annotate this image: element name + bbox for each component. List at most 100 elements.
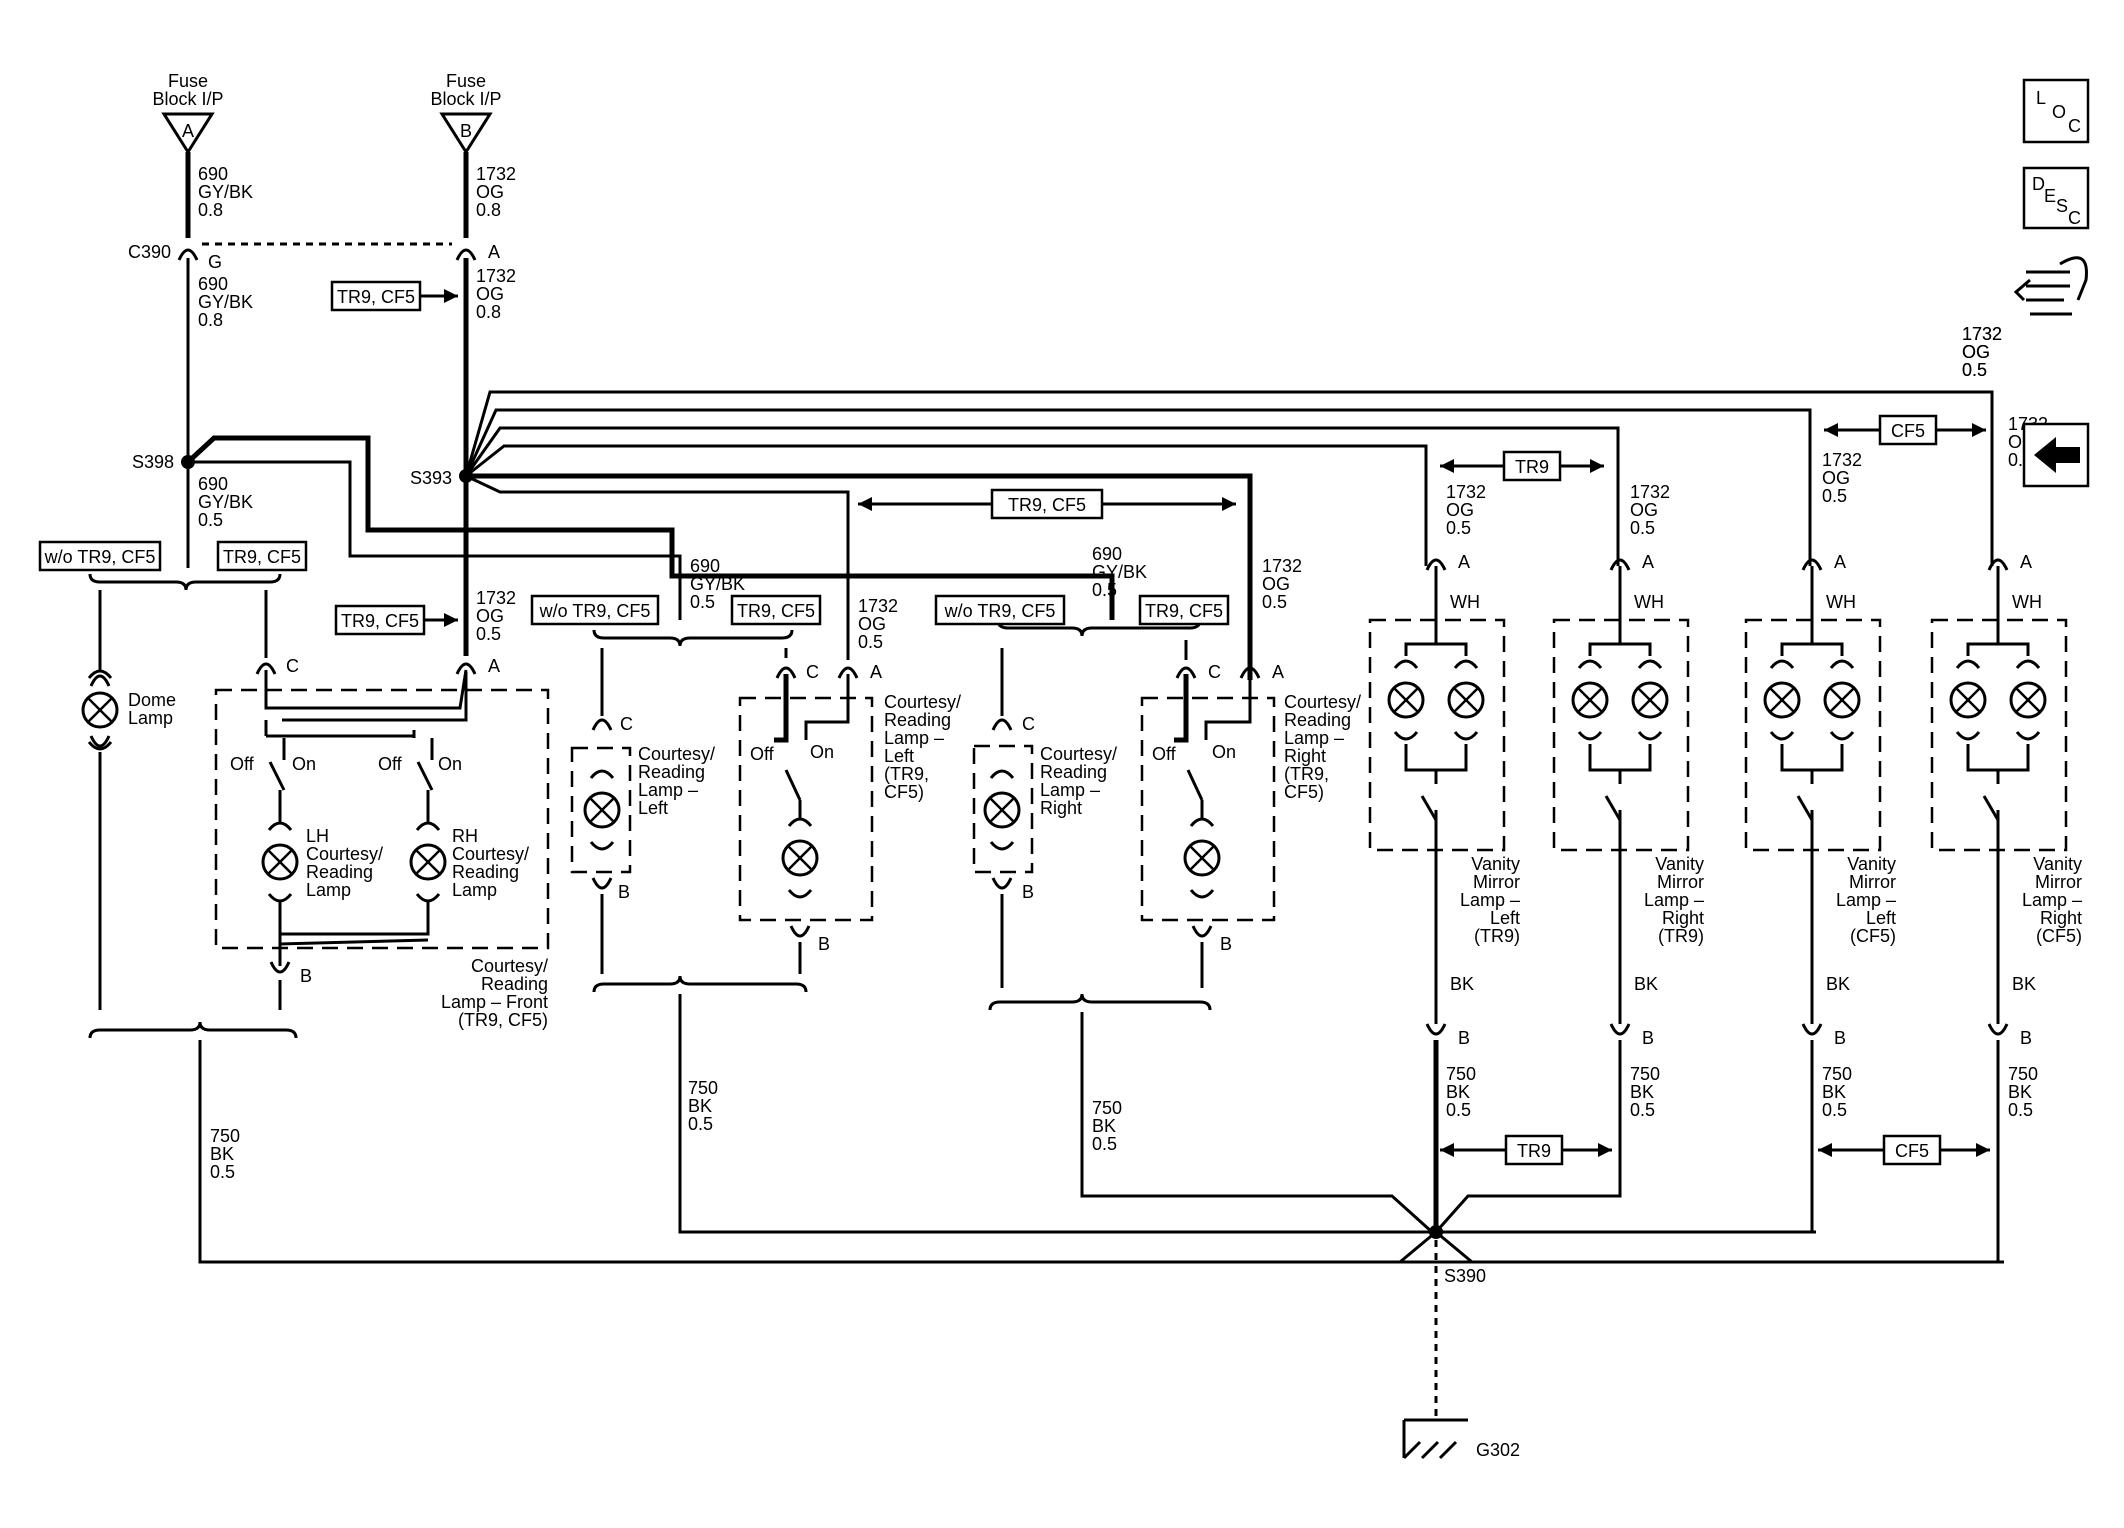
lamp-socket-top	[1393, 659, 1419, 669]
vanity-mirror-right-cf5-lamp-icon	[1949, 659, 1987, 741]
wire-color-bk-line: BK	[2012, 974, 2036, 994]
lamp-socket-bottom	[589, 841, 615, 851]
wire-label-line: GY/BK	[690, 574, 745, 594]
left-ground-brace	[592, 975, 808, 993]
lamp-socket-bottom	[2015, 731, 2041, 741]
wire-color-wh-line: WH	[2012, 592, 2042, 612]
connector-symbol	[1801, 1023, 1823, 1036]
lamp-socket-top	[787, 817, 813, 827]
wire-label-line: 750	[2008, 1064, 2038, 1084]
vanity-mirror-right-cf5-label-line: Vanity	[2033, 854, 2082, 874]
vanity-mirror-left-tr9-label-line: Mirror	[1473, 872, 1520, 892]
option-tag-text: TR9, CF5	[337, 287, 415, 307]
courtesy-front-box	[214, 688, 550, 950]
arrow-head	[858, 497, 872, 511]
courtesy-right-opt-label-line: Lamp –	[1284, 728, 1344, 748]
wire-label-line: 0.5	[1092, 580, 1117, 600]
vanity-mirror-left-tr9-box	[1368, 618, 1506, 852]
connector-symbol	[789, 925, 811, 938]
wire-label-line: 750	[1092, 1098, 1122, 1118]
dome-lamp-label-line: Lamp	[128, 708, 173, 728]
connector-symbol	[1801, 558, 1823, 571]
pin-a: A	[870, 662, 882, 682]
harness-icon[interactable]	[2013, 256, 2088, 316]
courtesy-left-label-line: Lamp –	[638, 780, 698, 800]
back-arrow-shape	[2034, 437, 2080, 473]
wire-label-line: OG	[858, 614, 886, 634]
option-tag-text: CF5	[1891, 421, 1925, 441]
lamp-socket-top	[1189, 817, 1215, 827]
connector-symbol	[591, 718, 613, 731]
lamp-cross	[415, 849, 441, 875]
wire	[1174, 674, 1189, 743]
connector-symbol	[1425, 558, 1447, 571]
left-switch	[784, 769, 802, 801]
loc-icon-frame[interactable]	[2022, 78, 2090, 144]
switch-on-label-line: On	[1212, 742, 1236, 762]
pin-c: C	[620, 714, 633, 734]
rh-lamp-label-line: Courtesy/	[452, 844, 529, 864]
vanity-mirror-right-cf5-label-line: (CF5)	[2036, 926, 2082, 946]
switch-on-label: On	[1212, 742, 1236, 762]
back-arrow-icon[interactable]	[2022, 422, 2090, 488]
wire-label-line: 1732	[1630, 482, 1670, 502]
pin-c: C	[1022, 714, 1035, 734]
fuse-block-label-line: Fuse	[446, 71, 486, 91]
desc-icon-frame[interactable]	[2022, 166, 2090, 230]
splice-s393: S393	[410, 468, 452, 488]
loc-icon-letter: C	[2068, 116, 2081, 136]
wires	[98, 152, 2030, 1420]
option-tag-text: w/o TR9, CF5	[944, 601, 1056, 621]
rh-lamp-label-line: Reading	[452, 862, 519, 882]
pin-b: B	[2020, 1028, 2032, 1048]
courtesy-right-opt-label-line: (TR9,	[1284, 764, 1329, 784]
lamp-socket-top	[2015, 659, 2041, 669]
courtesy-left-opt-lamp-icon	[781, 817, 819, 899]
option-tag-text: w/o TR9, CF5	[539, 601, 651, 621]
pin-a: A	[1834, 552, 1846, 572]
connector-symbol	[837, 666, 859, 679]
option-tag-box	[216, 540, 308, 572]
wire-label-line: 750	[1446, 1064, 1476, 1084]
lamp-cross	[1577, 687, 1603, 713]
lamp-socket-top	[1829, 659, 1855, 669]
loc-icon[interactable]: LOC	[2022, 78, 2090, 144]
loc-icon-letter: L	[2036, 88, 2046, 108]
connector-c390-line: C390	[128, 242, 171, 262]
lamp-socket-top	[267, 821, 293, 831]
wire-color-bk: BK	[1634, 974, 1658, 994]
option-tag-box	[1502, 450, 1562, 482]
cf5-span-tag: CF5	[1824, 414, 1986, 446]
lamp-socket-top	[415, 821, 441, 831]
wire-label-line: 690	[690, 556, 720, 576]
wire-label-line: GY/BK	[198, 492, 253, 512]
wire-label-line: BK	[1092, 1116, 1116, 1136]
right-switch	[1186, 769, 1204, 801]
wire-label-line: 0.5	[1630, 518, 1655, 538]
connector-symbol	[1987, 558, 2009, 571]
wire-label-line: 690	[198, 164, 228, 184]
pin-b: B	[300, 966, 312, 986]
wire	[1404, 620, 1468, 656]
fuse-block-label-line: Block I/P	[152, 89, 223, 109]
fuse-triangle-icon	[161, 112, 215, 155]
wire-label-line: 1732	[476, 266, 516, 286]
tr9-cf5-tag: TR9, CF5	[730, 594, 822, 626]
connector-symbol	[591, 877, 613, 890]
wire-label-line: BK	[1630, 1082, 1654, 1102]
pin-a: A	[488, 242, 500, 262]
option-tag-text: TR9, CF5	[1008, 495, 1086, 515]
vanity-mirror-right-tr9-lamp-icon	[1631, 659, 1669, 741]
option-tag-text: TR9, CF5	[223, 547, 301, 567]
lamp-socket-bottom	[1393, 731, 1419, 741]
right-ground-brace	[988, 993, 1212, 1011]
